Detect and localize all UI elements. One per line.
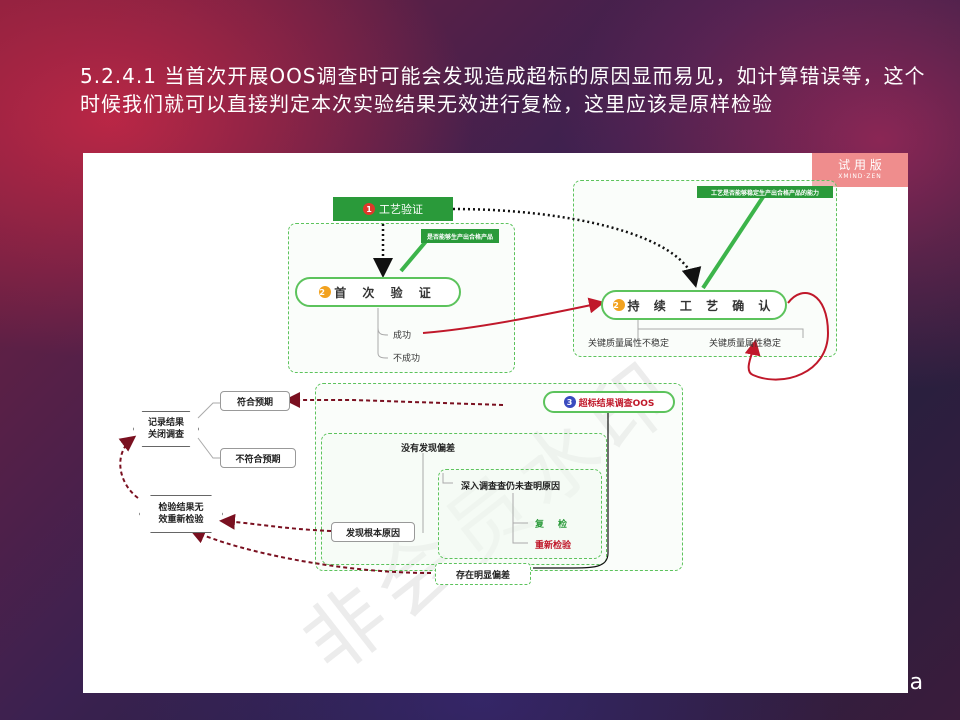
- number-2-icon: 2: [319, 286, 332, 298]
- region-continued-verification: [573, 180, 837, 357]
- continued-verification-node: 2 持 续 工 艺 确 认: [601, 290, 787, 320]
- recheck-label: 复检: [535, 520, 582, 530]
- first-verification-node: 2 首 次 验 证: [295, 277, 461, 307]
- wechat-icon: [734, 669, 763, 691]
- number-2b-icon: 2: [612, 299, 625, 311]
- callout-qualified-products: 是否能够生产出合格产品: [421, 229, 499, 243]
- failure-label: 不成功: [393, 354, 421, 364]
- callout-qualified-label: 是否能够生产出合格产品: [426, 233, 493, 241]
- cqa-unstable-label: 关键质量属性不稳定: [588, 339, 670, 349]
- number-1-icon: 1: [363, 203, 375, 215]
- slide-title: 5.2.4.1 当首次开展OOS调查时可能会发现造成超标的原因显而易见，如计算错…: [80, 64, 926, 116]
- process-verification-node: 1 工艺验证: [333, 197, 453, 221]
- invalid-retest-label: 检验结果无效重新检验: [158, 503, 204, 525]
- wechat-label: 微信号: chsfda: [770, 670, 924, 695]
- record-close-label: 记录结果关闭调查: [147, 418, 184, 440]
- obvious-deviation-node: 存在明显偏差: [435, 563, 531, 585]
- deep-investigation-label: 深入调查查仍未查明原因: [461, 482, 561, 492]
- record-close-node: 记录结果关闭调查: [133, 411, 199, 447]
- oos-investigation-label: 超标结果调查OOS: [578, 398, 655, 409]
- trial-sub: XMIND·ZEN: [838, 173, 882, 180]
- region-deep-investigation: [438, 469, 602, 559]
- meets-expectation-label: 符合预期: [236, 397, 273, 408]
- obvious-deviation-label: 存在明显偏差: [455, 570, 510, 581]
- mindmap-canvas: 非会员水印 试 用 版 XMIND·ZEN: [83, 153, 908, 693]
- first-verification-label: 首 次 验 证: [334, 285, 437, 300]
- root-cause-label: 发现根本原因: [345, 528, 400, 539]
- invalid-retest-node: 检验结果无效重新检验: [139, 495, 223, 533]
- trial-badge: 试 用 版 XMIND·ZEN: [812, 153, 908, 187]
- meets-expectation-node: 符合预期: [220, 391, 290, 411]
- no-deviation-label: 没有发现偏差: [401, 444, 456, 454]
- not-meets-expectation-label: 不符合预期: [235, 454, 281, 465]
- trial-label: 试 用 版: [838, 158, 882, 172]
- cqa-stable-label: 关键质量属性稳定: [709, 339, 782, 349]
- number-3-icon: 3: [563, 396, 576, 408]
- callout-stable-ability: 工艺是否能够稳定生产出合格产品的能力: [697, 186, 833, 198]
- not-meets-expectation-node: 不符合预期: [220, 448, 296, 468]
- oos-investigation-node: 3 超标结果调查OOS: [543, 391, 675, 413]
- retest-label: 重新检验: [535, 541, 572, 551]
- wechat-watermark: 微信号: chsfda: [734, 664, 923, 696]
- continued-verification-label: 持 续 工 艺 确 认: [627, 298, 776, 313]
- process-verification-label: 工艺验证: [379, 203, 423, 216]
- success-label: 成功: [393, 331, 412, 341]
- region-no-deviation: [321, 433, 607, 565]
- callout-stable-label: 工艺是否能够稳定生产出合格产品的能力: [710, 189, 819, 197]
- root-cause-node: 发现根本原因: [331, 522, 415, 542]
